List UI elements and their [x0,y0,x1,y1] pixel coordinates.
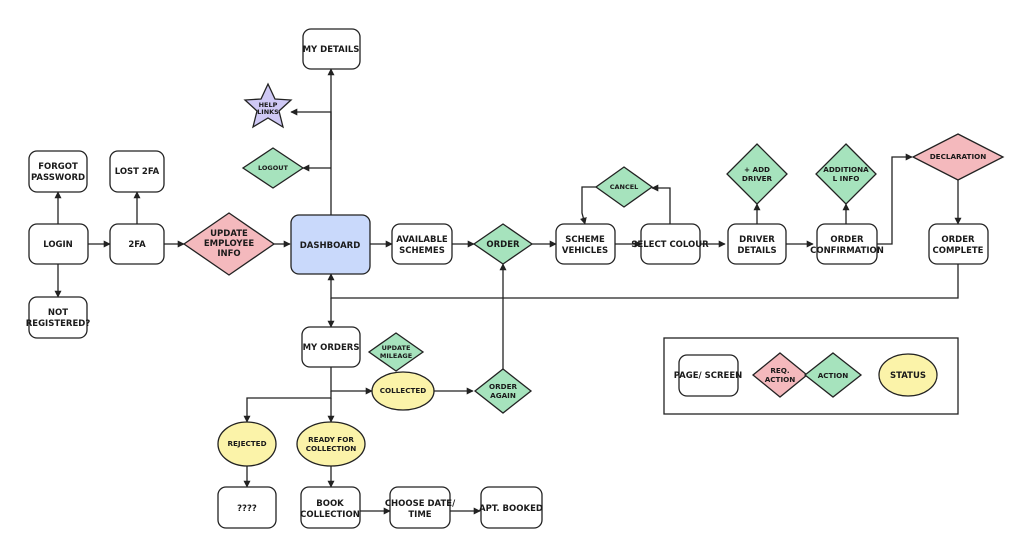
node-order: ORDER [472,223,534,265]
edge-dashboard-helplinks [290,108,332,140]
legend-req-action-label: REQ.ACTION [765,366,796,384]
edge-myorders-collected [330,367,373,395]
legend-action: ACTION [803,352,863,398]
legend: PAGE/ SCREEN REQ.ACTION ACTION STATUS [663,337,959,415]
connectors [54,68,962,515]
legend-req-action: REQ.ACTION [751,352,809,398]
node-dashboard-label: DASHBOARD [300,241,361,251]
edge-complete-dashboard [327,264,959,299]
node-declaration: DECLARATION [911,133,1005,181]
node-collected: COLLECTED [371,371,435,411]
edge-confirmation-declaration [877,153,913,245]
legend-page-screen-label: PAGE/ SCREEN [674,371,743,381]
node-my-details: MY DETAILS [302,28,361,70]
legend-page-screen: PAGE/ SCREEN [674,354,743,397]
node-apt-booked-label: APT. BOOKED [479,504,543,514]
node-login-label: LOGIN [43,240,73,250]
node-login: LOGIN [28,223,89,265]
node-cancel-label: CANCEL [610,183,639,191]
legend-status-label: STATUS [890,371,926,381]
edge-colour-cancel [651,184,671,224]
node-choose-date-time-label: CHOOSE DATE/TIME [385,499,456,520]
node-logout-label: LOGOUT [258,164,289,172]
node-select-colour-label: SELECT COLOUR [631,240,709,250]
node-collected-label: COLLECTED [380,386,427,395]
node-order-label: ORDER [486,240,520,250]
edge-myorders-rejected [243,391,332,423]
node-rejected-label: REJECTED [227,439,266,448]
node-unknown-label: ???? [237,504,257,514]
node-unknown: ???? [217,486,277,529]
node-my-details-label: MY DETAILS [303,45,360,55]
node-apt-booked: APT. BOOKED [479,486,543,529]
node-cancel: CANCEL [594,166,654,208]
node-lost-2fa-label: LOST 2FA [115,167,160,177]
node-my-orders: MY ORDERS [301,326,361,368]
node-declaration-label: DECLARATION [930,152,987,161]
node-lost-2fa: LOST 2FA [109,150,165,193]
edge-cancel-vehicles [579,186,596,225]
legend-action-label: ACTION [818,371,849,380]
node-select-colour: SELECT COLOUR [631,223,709,265]
node-2fa: 2FA [109,223,165,265]
node-rejected: REJECTED [217,421,277,467]
node-choose-date-time: CHOOSE DATE/TIME [385,486,456,529]
node-2fa-label: 2FA [128,240,146,250]
node-my-orders-label: MY ORDERS [303,343,360,353]
legend-status: STATUS [878,353,938,397]
node-dashboard: DASHBOARD [290,214,371,275]
node-logout: LOGOUT [241,147,305,189]
